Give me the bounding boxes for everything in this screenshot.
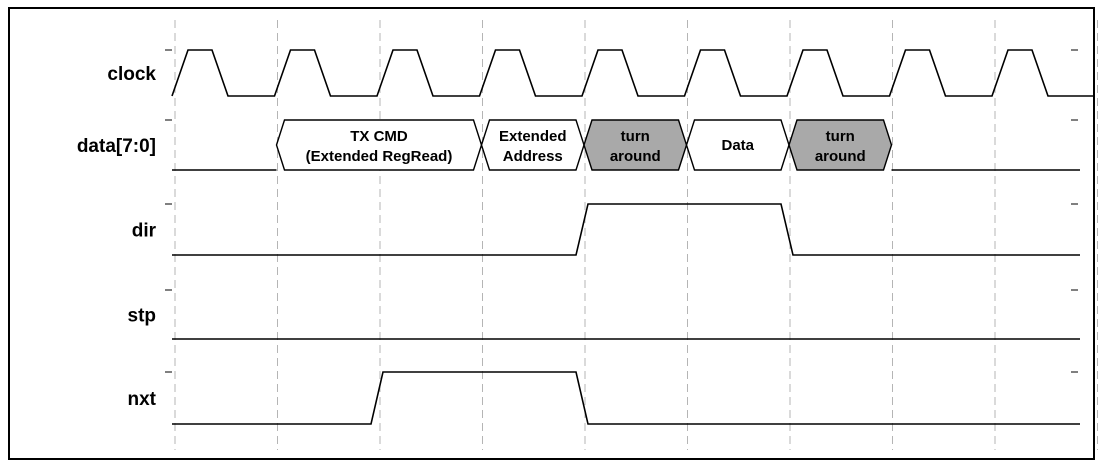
diagram-frame [8, 7, 1095, 460]
bus-segment-label: TX CMD [350, 128, 408, 145]
bus-segment [788, 119, 893, 171]
bus-segment-label: around [610, 148, 661, 165]
bus-segment-label: Address [503, 148, 563, 165]
bus-segment-label: Data [721, 137, 754, 154]
bus-segment-label: turn [621, 128, 650, 145]
nxt-waveform [172, 371, 1080, 425]
signal-label-0: clock [107, 64, 156, 85]
signal-label-4: nxt [128, 389, 157, 410]
grid-lines [165, 20, 1098, 450]
bus-segment-label: (Extended RegRead) [306, 148, 453, 165]
bus-segment-label: Extended [499, 128, 567, 145]
dir-waveform [172, 203, 1080, 256]
clock-waveform [171, 49, 1095, 97]
waveforms [171, 49, 1095, 425]
bus-segment-label: around [815, 148, 866, 165]
signal-label-2: dir [132, 221, 157, 242]
signal-labels: clock data[7:0] dir stp nxt TX CMD (Extended R… [77, 64, 866, 410]
bus-segment-label: turn [826, 128, 855, 145]
signal-label-3: stp [128, 306, 157, 327]
signal-label-1: data[7:0] [77, 136, 156, 157]
